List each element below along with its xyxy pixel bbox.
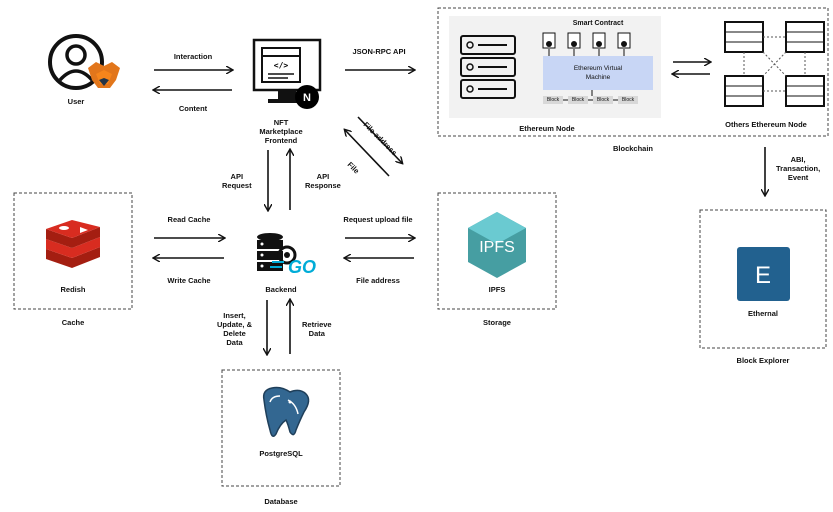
contract-document-icon [542, 32, 556, 49]
block-label: Block [621, 97, 635, 103]
ethernal-logo-text: E [755, 262, 771, 289]
contract-document-icon [617, 32, 631, 49]
database-group-label: Database [264, 497, 298, 506]
contract-document-icon [567, 32, 581, 49]
read-cache-edge-label: Read Cache [167, 215, 211, 224]
metamask-fox-icon [88, 62, 120, 88]
block-explorer-group-label: Block Explorer [736, 356, 790, 365]
edge-file-address-top [357, 116, 402, 163]
block-label: Block [571, 97, 585, 103]
frontend-monitor-icon: </> [252, 38, 322, 103]
smart-contract-label: Smart Contract [572, 20, 624, 27]
ethereum-node-label: Ethereum Node [519, 124, 575, 133]
ethereum-node-server-icon [460, 35, 516, 99]
svg-text:N: N [303, 92, 311, 104]
contract-document-icon [592, 32, 606, 49]
evm-box [543, 56, 653, 90]
blockchain-group-box [437, 7, 829, 137]
redis-logo-icon [46, 220, 100, 268]
jsonrpc-edge-label: JSON-RPC API [352, 47, 406, 56]
ipfs-label: IPFS [488, 285, 506, 294]
block-explorer-group-box [699, 209, 827, 349]
ipfs-logo-text: IPFS [479, 239, 515, 256]
file-address-edge-label: File address [356, 276, 400, 285]
database-group-box [221, 369, 341, 487]
blockchain-group-label: Blockchain [612, 144, 654, 153]
user-icon [48, 34, 104, 90]
go-logo-icon: GO [270, 257, 316, 277]
postgresql-elephant-icon [262, 386, 310, 437]
edge-file [345, 130, 390, 177]
api-request-edge-label: API Request [222, 172, 252, 190]
retrieve-data-edge-label: Retrieve Data [302, 320, 332, 338]
interaction-edge-label: Interaction [173, 52, 213, 61]
abi-transaction-event-edge-label: ABI, Transaction, Event [776, 155, 821, 182]
cache-group-box [13, 192, 133, 310]
block-label: Block [546, 97, 560, 103]
ipfs-logo-icon: IPFS [468, 212, 526, 278]
cache-group-label: Cache [61, 318, 85, 327]
nextjs-logo-icon: N [295, 85, 319, 109]
evm-label: Ethereum Virtual Machine [573, 65, 623, 81]
block-chain-row [543, 90, 638, 104]
write-cache-edge-label: Write Cache [167, 276, 211, 285]
ethernal-logo-icon: E [737, 247, 790, 301]
frontend-label: NFT Marketplace Frontend [259, 118, 303, 145]
user-label: User [67, 97, 85, 106]
gear-icon [277, 245, 297, 265]
svg-text:</>: </> [274, 61, 289, 70]
ethernal-label: Ethernal [747, 309, 779, 318]
request-upload-edge-label: Request upload file [343, 215, 413, 224]
backend-label: Backend [265, 285, 297, 294]
others-ethereum-node-label: Others Ethereum Node [725, 120, 807, 129]
block-label: Block [596, 97, 610, 103]
redis-label: Redish [60, 285, 86, 294]
api-response-edge-label: API Response [305, 172, 341, 190]
go-logo-text: GO [288, 257, 316, 277]
insert-update-delete-edge-label: Insert, Update, & Delete Data [217, 311, 253, 347]
smart-contract-icons [542, 32, 631, 56]
postgresql-label: PostgreSQL [259, 449, 303, 458]
others-ethereum-node-icon [724, 21, 825, 107]
edges [154, 62, 765, 354]
storage-group-label: Storage [483, 318, 511, 327]
content-edge-label: Content [178, 104, 208, 113]
storage-group-box [437, 192, 557, 310]
